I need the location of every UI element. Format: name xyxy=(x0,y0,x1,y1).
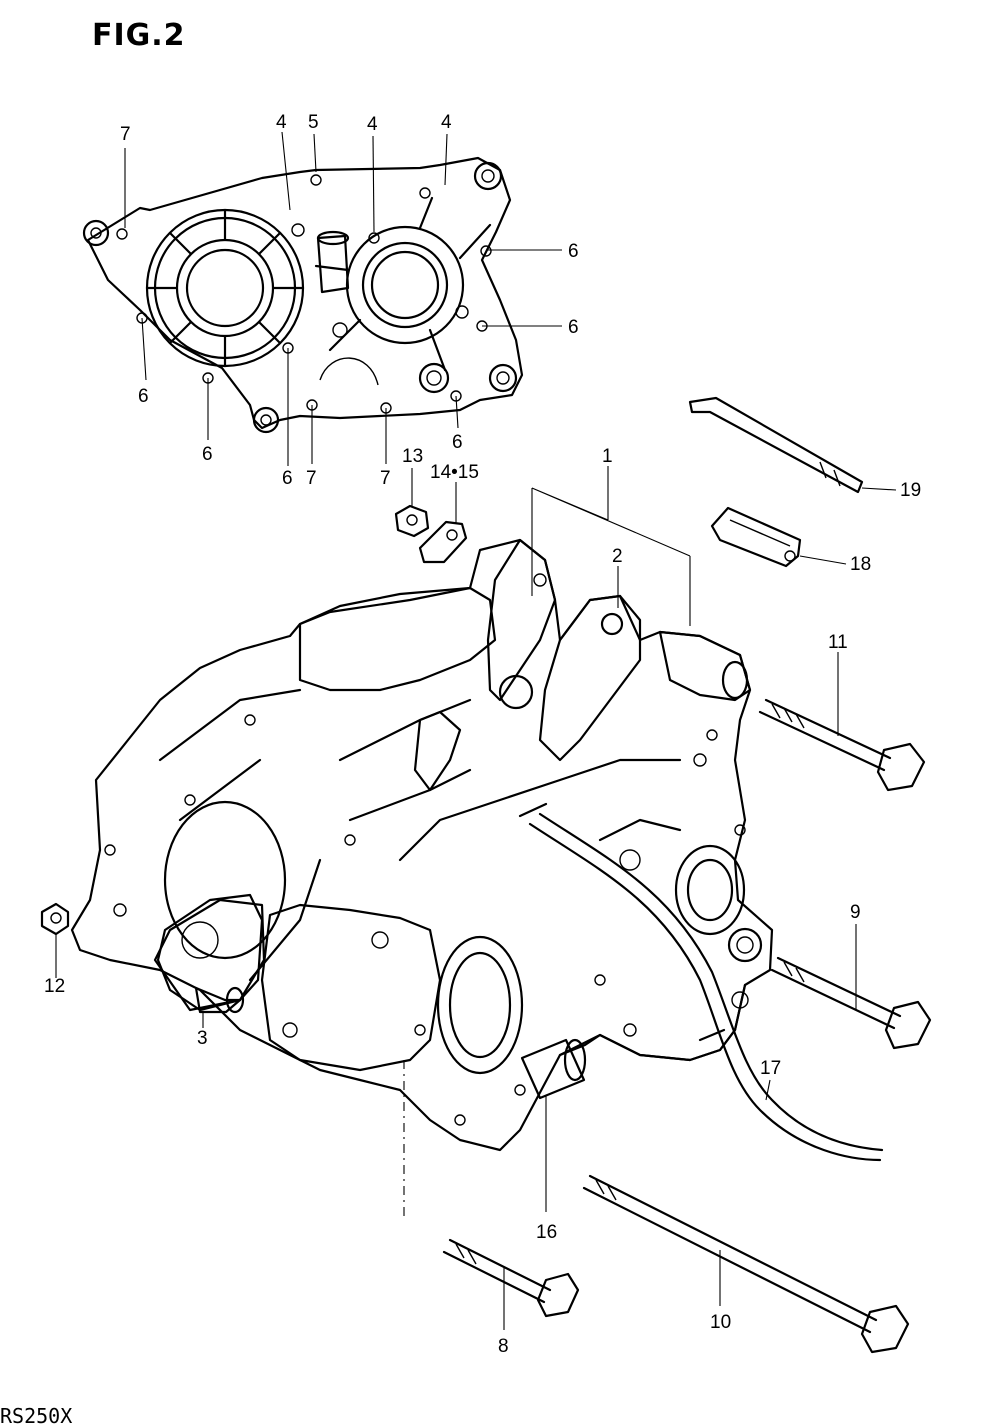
cap-nut-12 xyxy=(40,902,70,936)
figure-title: FIG.2 xyxy=(92,18,186,53)
callout-11: 11 xyxy=(828,632,848,653)
callout-7: 7 xyxy=(306,468,317,489)
callout-9: 9 xyxy=(850,902,861,923)
callout-1: 1 xyxy=(602,446,613,467)
bolt-10 xyxy=(582,1174,910,1354)
callout-4: 4 xyxy=(441,112,452,133)
callout-6: 6 xyxy=(282,468,293,489)
clamp-18 xyxy=(710,506,802,568)
collar-16 xyxy=(520,1038,587,1100)
washer-14-15 xyxy=(418,520,468,564)
nut-13 xyxy=(394,504,430,538)
callout-8: 8 xyxy=(498,1336,509,1357)
leader-lines xyxy=(55,131,897,1330)
callout-labels: 7 4 5 4 4 6 6 6 6 6 7 7 6 13 14•15 1 2 1… xyxy=(44,112,921,1357)
callout-12: 12 xyxy=(44,976,65,997)
crankcase-assembly xyxy=(70,538,774,1152)
model-code: RS250X xyxy=(0,1404,73,1426)
callout-6: 6 xyxy=(138,386,149,407)
callout-13: 13 xyxy=(402,446,423,467)
callout-18: 18 xyxy=(850,554,871,575)
callout-7: 7 xyxy=(380,468,391,489)
bolt-11 xyxy=(758,698,926,792)
crankcase-half-upper xyxy=(82,156,524,434)
callout-3: 3 xyxy=(197,1028,208,1049)
callout-6: 6 xyxy=(568,317,579,338)
callout-6: 6 xyxy=(568,241,579,262)
callout-5: 5 xyxy=(308,112,319,133)
callout-10: 10 xyxy=(710,1312,731,1333)
callout-19: 19 xyxy=(900,480,921,501)
oil-hose xyxy=(518,802,884,1162)
strap-19 xyxy=(688,396,864,494)
callout-2: 2 xyxy=(612,546,623,567)
callout-6: 6 xyxy=(452,432,463,453)
callout-16: 16 xyxy=(536,1222,557,1243)
callout-4: 4 xyxy=(367,114,378,135)
dowel-pin xyxy=(194,986,245,1014)
callout-14-15: 14•15 xyxy=(430,462,479,483)
bolt-8 xyxy=(442,1238,580,1318)
callout-4: 4 xyxy=(276,112,287,133)
callout-7: 7 xyxy=(120,124,131,145)
bolt-9 xyxy=(770,956,932,1050)
callout-17: 17 xyxy=(760,1058,781,1079)
callout-6: 6 xyxy=(202,444,213,465)
